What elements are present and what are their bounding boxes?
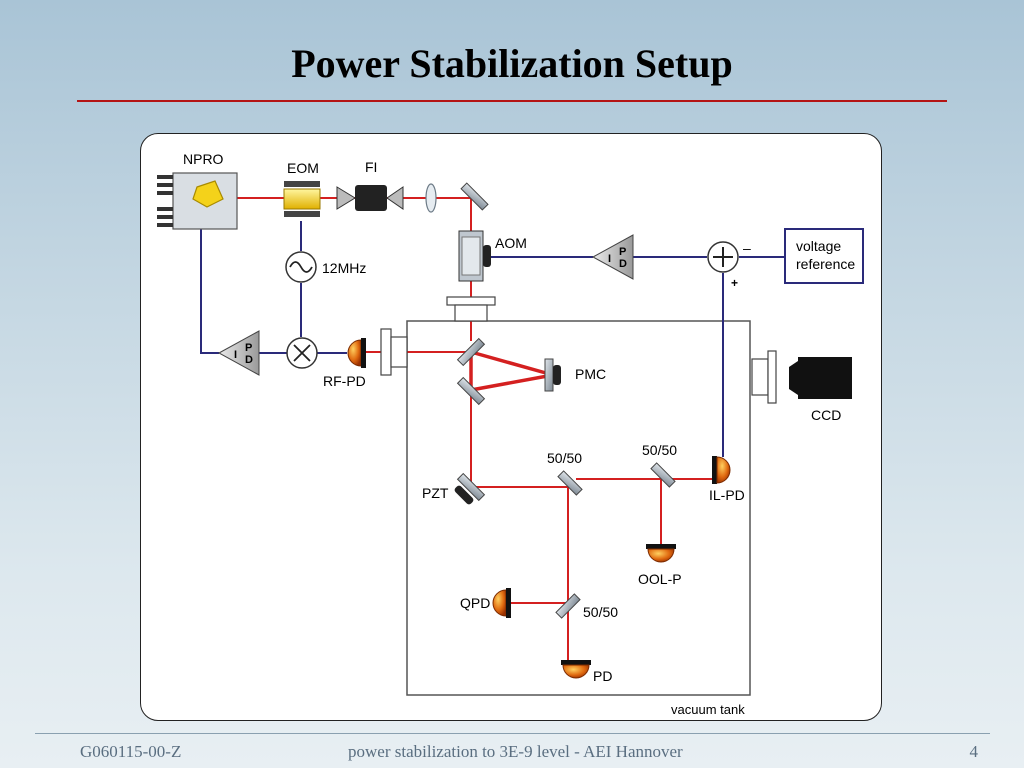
pmc-output-mirror — [456, 376, 486, 406]
quadrant-photodiode — [492, 588, 511, 618]
pid-p-label: P — [619, 246, 626, 258]
beam-splitter-3-label: 50/50 — [583, 604, 618, 620]
beam-splitter-3 — [555, 593, 581, 619]
pmc-cavity-beam — [469, 349, 554, 393]
voltage-reference-label-line2: reference — [796, 256, 855, 272]
qpd-label: QPD — [460, 595, 490, 611]
beam-splitter-1-label: 50/50 — [547, 450, 582, 466]
slide-title: Power Stabilization Setup — [291, 41, 733, 86]
npro-laser — [157, 172, 238, 230]
footer-divider — [35, 733, 990, 734]
vacuum-tank — [406, 320, 751, 696]
left-viewport — [380, 328, 408, 376]
voltage-reference-box — [784, 228, 864, 284]
title-divider — [77, 100, 947, 102]
pid-d-label: D — [245, 354, 253, 366]
pid-p-label: P — [245, 342, 252, 354]
pzt-mirror — [454, 472, 486, 505]
beam-splitter-2-label: 50/50 — [642, 442, 677, 458]
photodiode — [561, 660, 591, 679]
in-loop-photodiode — [712, 456, 731, 484]
aom-label: AOM — [495, 235, 527, 251]
plus-icon — [713, 247, 733, 267]
ccd-camera — [751, 350, 852, 404]
steering-mirror — [460, 182, 489, 211]
mixer-cross-icon — [293, 344, 311, 362]
fi-label: FI — [365, 159, 377, 175]
beam-splitter-1 — [557, 470, 583, 496]
aom — [458, 230, 491, 282]
pd-label: PD — [593, 668, 612, 684]
plus-sign-label: + — [731, 276, 738, 290]
pid-d-label: D — [619, 258, 627, 270]
setup-diagram-panel: vacuum tank NPRO — [140, 133, 882, 721]
signal-wires — [200, 221, 785, 457]
faraday-isolator — [336, 185, 404, 211]
pmc-input-mirror — [456, 337, 486, 367]
oscillator-frequency-label: 12MHz — [322, 260, 366, 276]
tank-top-viewport — [446, 296, 496, 322]
rf-photodiode — [347, 338, 366, 368]
beam-splitter-2 — [650, 462, 676, 488]
pid-amplifier-power-loop — [591, 234, 634, 280]
voltage-reference-label-line1: voltage — [796, 238, 841, 254]
il-pd-label: IL-PD — [709, 487, 745, 503]
lens — [425, 183, 437, 213]
pmc-label: PMC — [575, 366, 606, 382]
page-number: 4 — [969, 742, 979, 761]
rf-pd-label: RF-PD — [323, 373, 366, 389]
ccd-label: CCD — [811, 407, 841, 423]
pmc-curved-mirror — [544, 358, 561, 392]
pid-i-label: I — [234, 349, 237, 361]
ool-p-label: OOL-P — [638, 571, 682, 587]
pid-i-label: I — [608, 253, 611, 265]
vacuum-tank-label: vacuum tank — [671, 702, 745, 717]
pid-amplifier-rf-loop — [217, 330, 260, 376]
setup-diagram: vacuum tank NPRO — [157, 151, 864, 717]
footer-document-id: G060115-00-Z — [80, 742, 182, 761]
out-of-loop-photodiode — [646, 544, 676, 563]
npro-label: NPRO — [183, 151, 224, 167]
eom — [283, 181, 321, 217]
footer-caption: power stabilization to 3E-9 level - AEI … — [348, 742, 683, 761]
eom-label: EOM — [287, 160, 319, 176]
pzt-label: PZT — [422, 485, 449, 501]
minus-sign-label: – — [743, 240, 751, 256]
sine-wave-icon — [289, 261, 313, 273]
